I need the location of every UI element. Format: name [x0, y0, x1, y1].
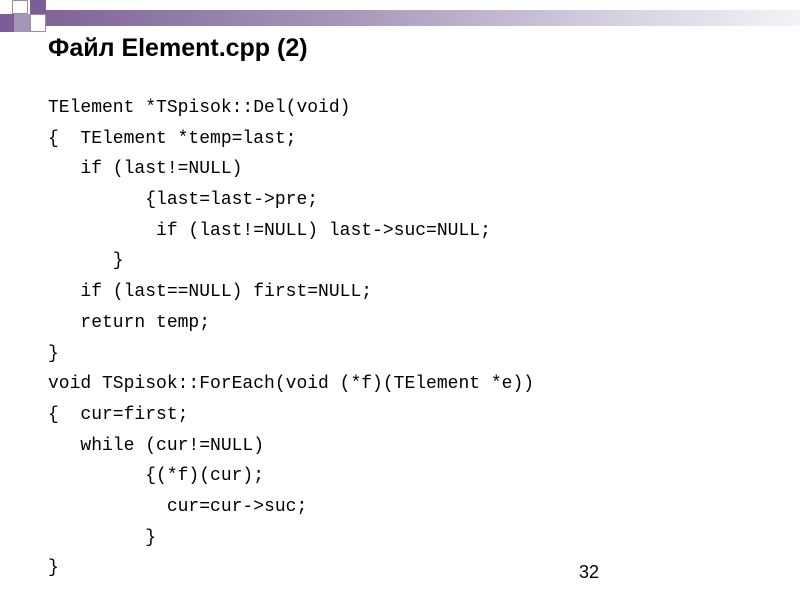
code-line: }	[48, 558, 59, 579]
code-line: { cur=first;	[48, 404, 189, 425]
code-line: { TElement *temp=last;	[48, 128, 297, 149]
header-gradient-bar	[46, 10, 800, 26]
code-line: if (last==NULL) first=NULL;	[48, 282, 373, 303]
decor-square-outline	[30, 14, 46, 32]
code-line: cur=cur->suc;	[48, 496, 308, 517]
code-line: if (last!=NULL) last->suc=NULL;	[48, 220, 491, 241]
code-line: {last=last->pre;	[48, 190, 319, 211]
code-line: while (cur!=NULL)	[48, 435, 265, 456]
code-line: }	[48, 343, 59, 364]
code-line: }	[48, 527, 157, 548]
decor-square-dark	[30, 0, 46, 14]
code-line: }	[48, 251, 124, 272]
decor-square-dark	[0, 14, 14, 32]
slide-title: Файл Element.cpp (2)	[48, 34, 308, 62]
decor-square-outline	[12, 0, 28, 14]
code-block: TElement *TSpisok::Del(void) { TElement …	[48, 93, 534, 584]
code-line: {(*f)(cur);	[48, 466, 265, 487]
code-line: if (last!=NULL)	[48, 159, 243, 180]
code-line: return temp;	[48, 312, 211, 333]
decor-square-light	[14, 14, 30, 32]
page-number: 32	[579, 562, 600, 582]
code-line: TElement *TSpisok::Del(void)	[48, 98, 351, 118]
code-line: void TSpisok::ForEach(void (*f)(TElement…	[48, 374, 535, 395]
